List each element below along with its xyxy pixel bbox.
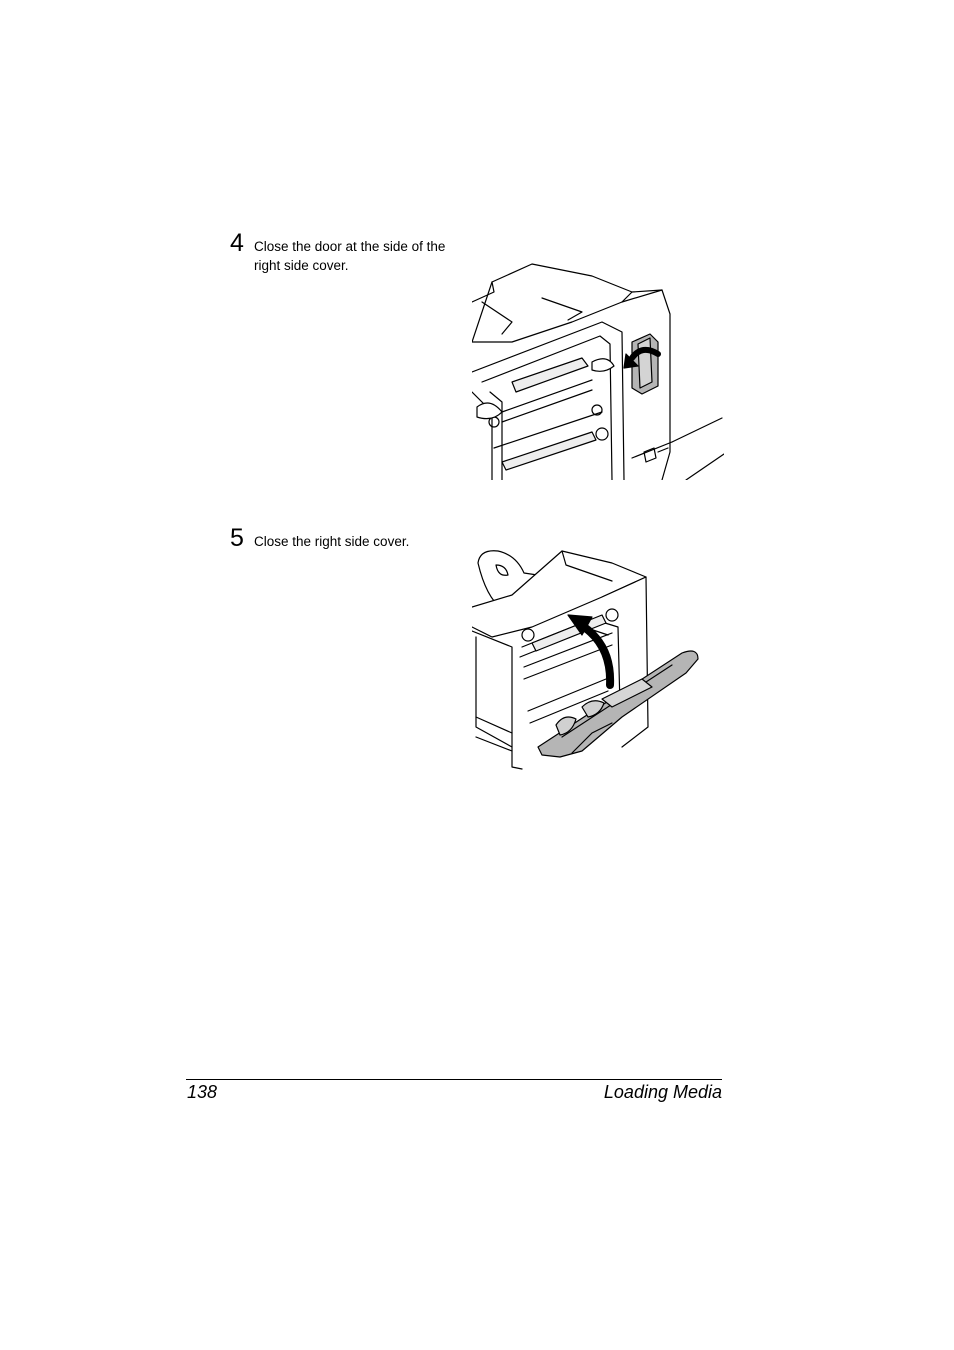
step-4-instruction: Close the door at the side of the right … [254,239,446,273]
section-title: Loading Media [603,1082,722,1102]
printer-right-cover-illustration [472,547,702,771]
page-number: 138 [187,1082,218,1102]
footer-divider [186,1079,722,1080]
printer-side-door-illustration [472,262,724,480]
step-5-number: 5 [230,524,244,552]
step-4-number: 4 [230,229,244,257]
step-5-instruction: Close the right side cover. [254,534,410,549]
